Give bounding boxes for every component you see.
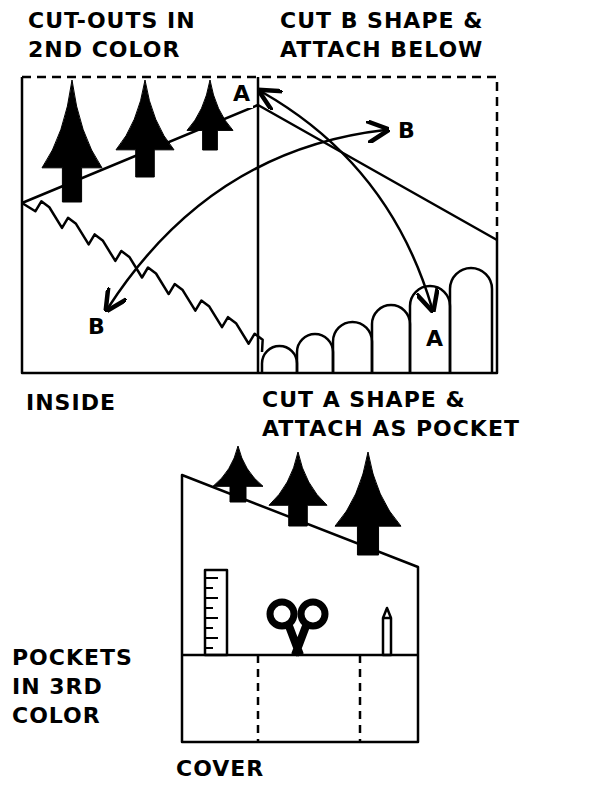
scissors <box>270 602 294 626</box>
note-label: INSIDE <box>26 388 116 417</box>
tree-cutout <box>42 80 102 202</box>
note-label: CUT B SHAPE & ATTACH BELOW <box>280 6 530 64</box>
fold-line <box>257 77 260 373</box>
stairs-cut <box>22 201 263 352</box>
note-label: POCKETS IN 3RD COLOR <box>12 643 152 730</box>
card-outline <box>22 77 497 373</box>
roof-line <box>22 105 497 240</box>
pocket-dividers <box>258 655 360 742</box>
pencil <box>383 618 391 655</box>
arch <box>450 268 492 373</box>
pencil-tip <box>383 608 391 618</box>
note-label: CUT-OUTS IN 2ND COLOR <box>28 6 243 64</box>
arch <box>262 346 297 373</box>
tree-cutout <box>116 80 174 177</box>
scissors-blades <box>289 626 306 655</box>
arch <box>372 305 410 373</box>
dashed-edge <box>22 77 497 240</box>
callout-letter: A <box>231 79 253 108</box>
note-label: COVER <box>176 754 264 783</box>
note-label: CUT A SHAPE & ATTACH AS POCKET <box>262 385 562 443</box>
tree-cutout <box>187 80 233 150</box>
tree-cutout <box>269 452 327 526</box>
ruler <box>205 570 227 655</box>
arches-cut <box>262 268 492 373</box>
tree-cutout <box>213 446 263 502</box>
scissors <box>301 602 325 626</box>
callout-letter: B <box>396 116 418 145</box>
arrow-a <box>262 92 432 308</box>
ruler-ticks <box>205 578 218 648</box>
arch <box>333 322 372 373</box>
callout-letter: A <box>424 324 446 353</box>
tree-cutouts <box>42 80 401 555</box>
arch <box>297 334 333 373</box>
callout-letter: B <box>86 312 108 341</box>
tree-cutout <box>335 452 401 555</box>
